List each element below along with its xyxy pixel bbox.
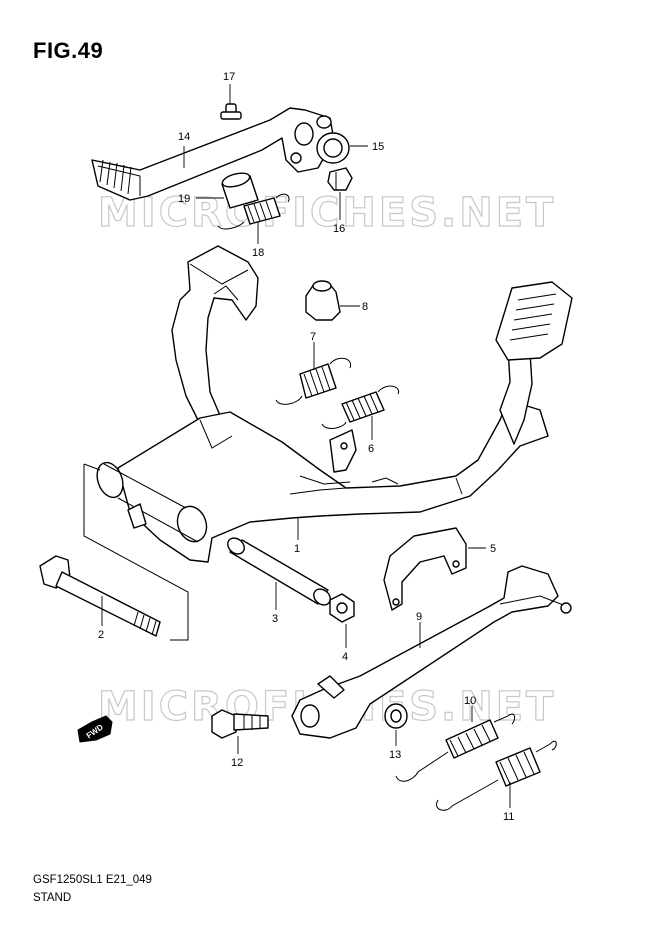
part-15-washer[interactable]	[316, 132, 350, 164]
watermark-top: MICROFICHES.NET	[98, 190, 556, 236]
part-11-spring[interactable]	[436, 740, 557, 811]
callout-14[interactable]: 14	[178, 131, 190, 143]
part-1-main-stand[interactable]	[93, 245, 573, 563]
pedal-grip-ridges	[99, 159, 132, 195]
part-14-brake-pedal[interactable]	[91, 107, 335, 201]
callout-9[interactable]: 9	[416, 611, 422, 623]
callout-3[interactable]: 3	[272, 613, 278, 625]
part-12-bolt[interactable]	[211, 709, 269, 739]
stand-pedal-ridges	[509, 293, 557, 341]
part-4-nut[interactable]	[329, 593, 355, 623]
leader-lines	[101, 84, 511, 808]
part-3-shaft[interactable]	[225, 535, 334, 608]
forward-direction-arrow: FWD	[77, 715, 113, 743]
part-6-spring[interactable]	[321, 385, 400, 429]
callout-1[interactable]: 1	[294, 543, 300, 555]
callout-19[interactable]: 19	[178, 193, 190, 205]
figure-name: STAND	[33, 892, 72, 904]
callout-labels: 17 14 15 16 19 18 8 7 6 1 5 2 3 4 9 10 1…	[98, 71, 514, 823]
callout-15[interactable]: 15	[372, 141, 384, 153]
callout-7[interactable]: 7	[310, 331, 316, 343]
part-9-side-stand[interactable]	[291, 565, 572, 739]
figure-title: FIG.49	[33, 38, 104, 63]
callout-5[interactable]: 5	[490, 543, 496, 555]
part-13-bushing[interactable]	[384, 703, 408, 729]
callout-8[interactable]: 8	[362, 301, 368, 313]
callout-2[interactable]: 2	[98, 629, 104, 641]
part-7-spring[interactable]	[275, 357, 352, 405]
part-2-pivot-bolt[interactable]	[39, 555, 161, 637]
callout-4[interactable]: 4	[342, 651, 348, 663]
part-10-spring[interactable]	[395, 713, 516, 782]
part-5-bracket[interactable]	[383, 527, 467, 611]
callout-13[interactable]: 13	[389, 749, 401, 761]
part-8-stopper-rubber[interactable]	[305, 280, 341, 321]
part-17-bolt[interactable]	[220, 103, 242, 120]
figure-code: GSF1250SL1 E21_049	[33, 874, 152, 886]
part-19-bushing[interactable]	[221, 171, 259, 209]
callout-16[interactable]: 16	[333, 223, 345, 235]
assembly-outline	[83, 463, 189, 641]
callout-10[interactable]: 10	[464, 695, 476, 707]
callout-17[interactable]: 17	[223, 71, 235, 83]
callout-18[interactable]: 18	[252, 247, 264, 259]
callout-11[interactable]: 11	[503, 811, 514, 823]
callout-12[interactable]: 12	[231, 757, 243, 769]
callout-6[interactable]: 6	[368, 443, 374, 455]
part-16-clip[interactable]	[327, 167, 353, 191]
part-18-spring[interactable]	[217, 193, 290, 230]
